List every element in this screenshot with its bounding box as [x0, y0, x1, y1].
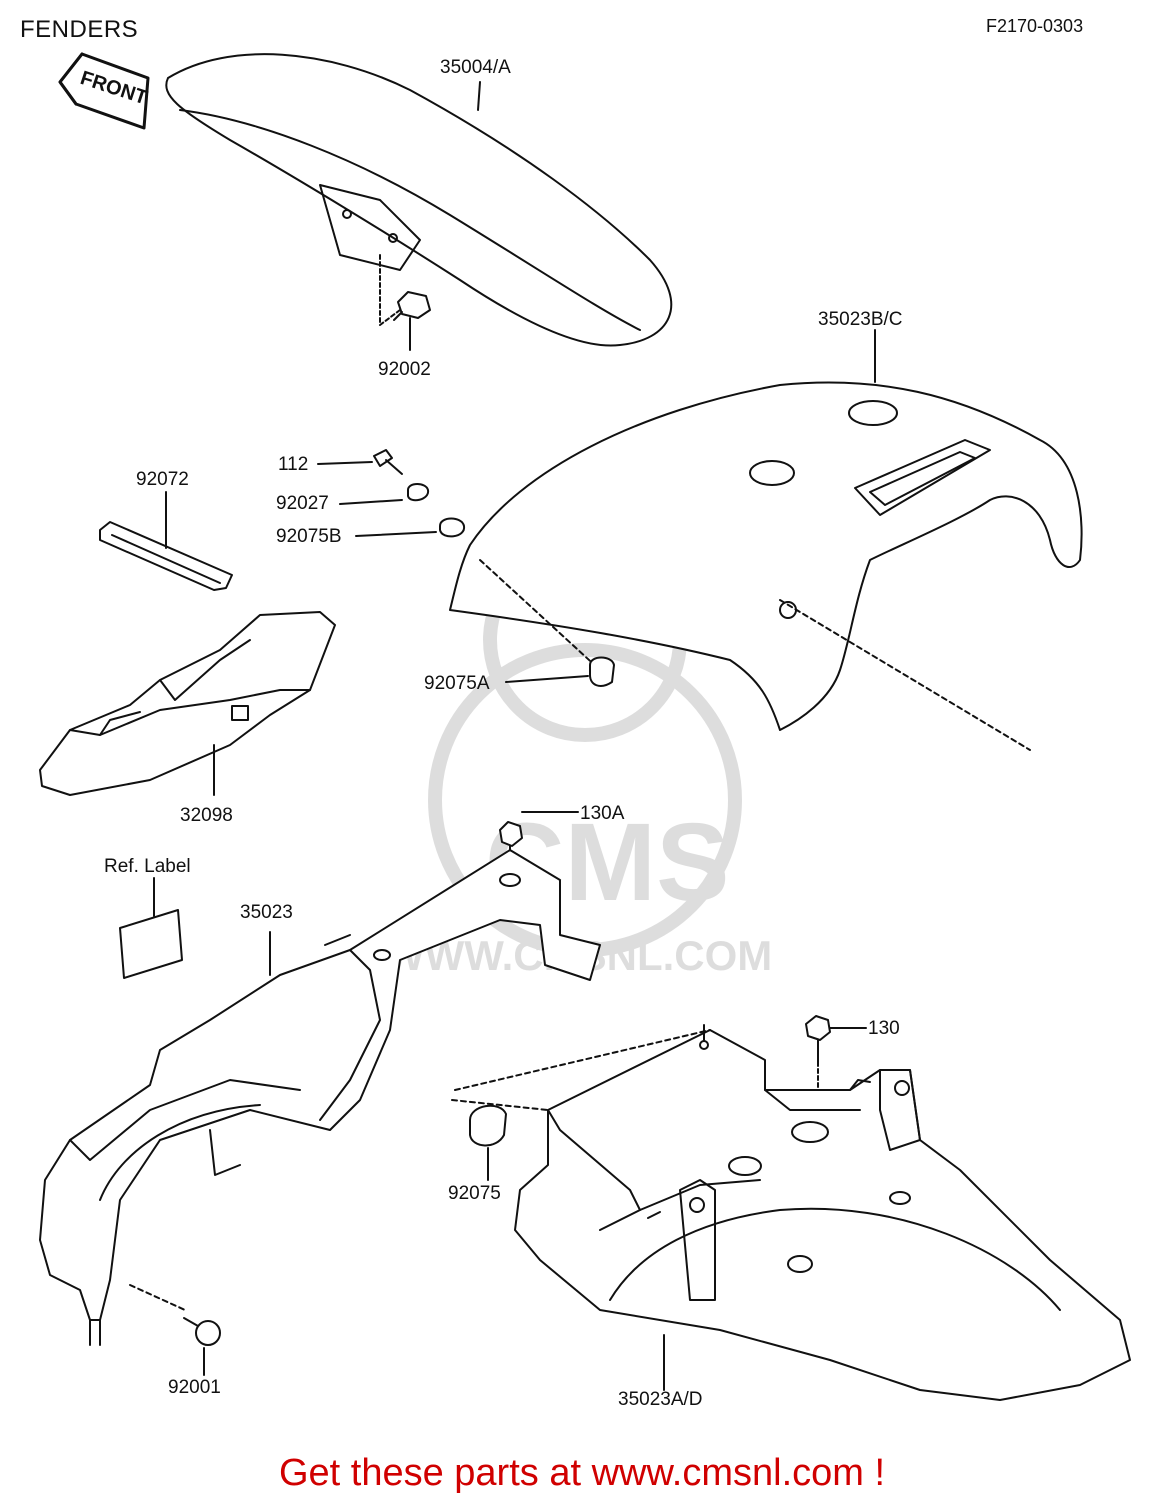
rear-fender-rear-shape [451, 1024, 1131, 1401]
front-fender-shape [165, 53, 673, 347]
part-label-130a[interactable]: 130A [580, 803, 625, 824]
rear-fender-front-shape [39, 849, 601, 1346]
part-label-32098[interactable]: 32098 [180, 805, 233, 826]
part-label-92001[interactable]: 92001 [168, 1377, 221, 1398]
leader-line [477, 81, 481, 111]
diagram-code: F2170-0303 [986, 16, 1084, 36]
bolt-icon [393, 291, 431, 321]
part-label-92002[interactable]: 92002 [378, 359, 431, 380]
part-label-92075[interactable]: 92075 [448, 1183, 501, 1204]
part-label-112[interactable]: 112 [278, 454, 309, 475]
footer-link[interactable]: Get these parts at www.cmsnl.com ! [278, 1452, 886, 1494]
part-label-92027[interactable]: 92027 [276, 493, 329, 514]
part-label-92075a[interactable]: 92075A [424, 673, 490, 694]
leader-line [355, 531, 437, 537]
part-label-35023ad[interactable]: 35023A/D [618, 1389, 703, 1410]
page-title: FENDERS [20, 16, 139, 43]
screw-icon [183, 1317, 221, 1376]
part-label-35004a[interactable]: 35004/A [440, 57, 511, 78]
part-label-92075b[interactable]: 92075B [276, 526, 342, 547]
leader-line [317, 461, 373, 465]
leader-line [339, 499, 403, 505]
ref-label-shape [119, 877, 183, 979]
seat-cover-shape [449, 329, 1083, 751]
part-label-35023bc[interactable]: 35023B/C [818, 309, 903, 330]
part-label-ref-label[interactable]: Ref. Label [104, 856, 191, 877]
leader-line [505, 675, 589, 683]
part-label-130[interactable]: 130 [868, 1018, 900, 1039]
front-arrow-icon: FRONT [58, 52, 150, 130]
part-label-92072[interactable]: 92072 [136, 469, 189, 490]
strap-shape [99, 521, 233, 591]
damper-icon [469, 1104, 507, 1181]
part-label-35023[interactable]: 35023 [240, 902, 293, 923]
tray-shape [39, 611, 336, 796]
small-hardware [373, 449, 615, 687]
